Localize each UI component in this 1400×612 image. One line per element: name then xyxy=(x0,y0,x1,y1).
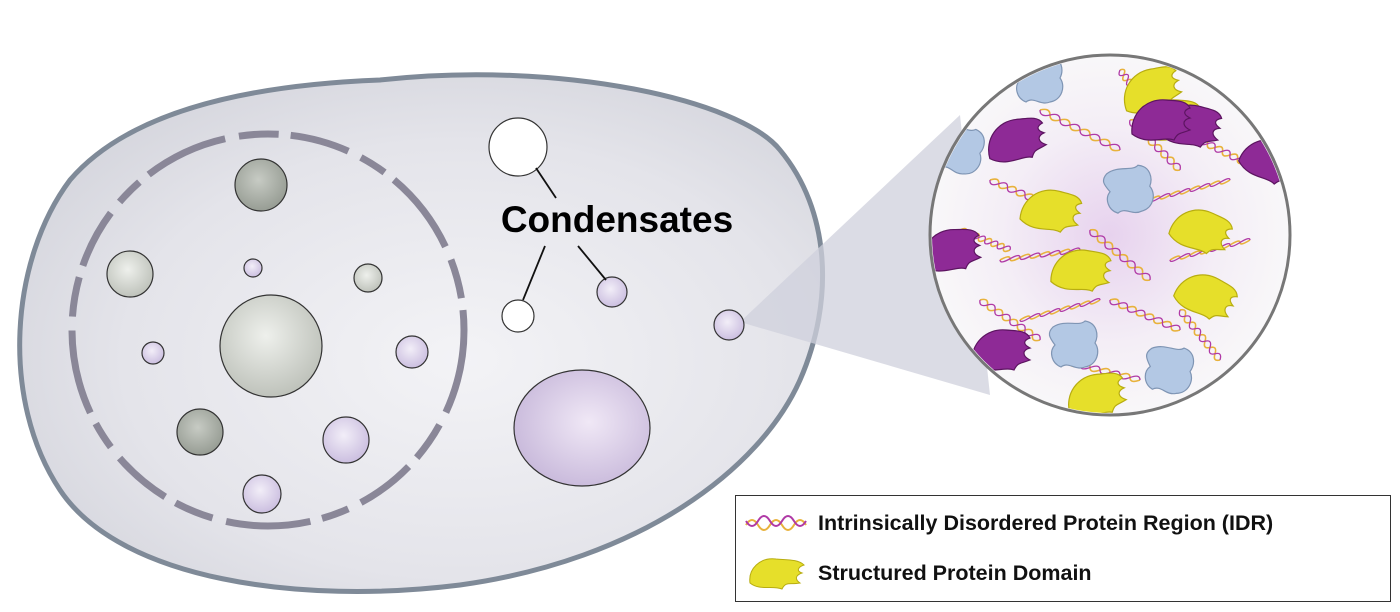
globular-protein xyxy=(1049,321,1097,368)
condensate-lilac-zoomed xyxy=(714,310,744,340)
condensate xyxy=(354,264,382,292)
legend: Intrinsically Disordered Protein Region … xyxy=(735,495,1391,602)
condensate-nucleolus xyxy=(220,295,322,397)
condensate xyxy=(107,251,153,297)
condensate xyxy=(243,475,281,513)
legend-label-structured: Structured Protein Domain xyxy=(818,561,1092,586)
globular-protein xyxy=(1102,164,1154,215)
condensate-white-top xyxy=(489,118,547,176)
condensate-lilac-small xyxy=(597,277,627,307)
legend-item-structured: Structured Protein Domain xyxy=(736,553,1390,593)
condensate xyxy=(396,336,428,368)
legend-label-idr: Intrinsically Disordered Protein Region … xyxy=(818,511,1273,536)
idr-strand-icon xyxy=(742,503,812,543)
condensate xyxy=(142,342,164,364)
condensate xyxy=(323,417,369,463)
condensate xyxy=(235,159,287,211)
structured-domain-icon xyxy=(742,553,812,593)
legend-item-idr: Intrinsically Disordered Protein Region … xyxy=(736,503,1390,543)
condensate-white-small xyxy=(502,300,534,332)
condensate xyxy=(177,409,223,455)
vacuole xyxy=(514,370,650,486)
condensate xyxy=(244,259,262,277)
cell-membrane xyxy=(20,75,823,592)
condensates-label: Condensates xyxy=(501,199,733,240)
